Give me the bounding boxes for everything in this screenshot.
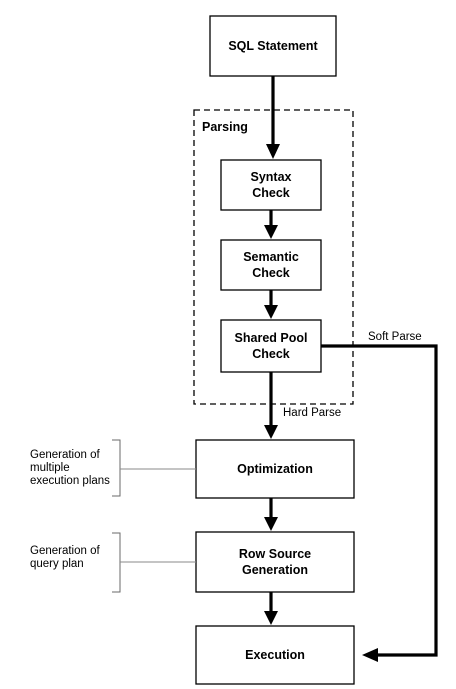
semantic-check-label-line1: Semantic [243,250,299,264]
shared-pool-check-label-line1: Shared Pool [235,331,308,345]
sql-statement-box: SQL Statement [209,15,337,77]
arrow-sharedpool-to-optimization [264,372,278,439]
optimization-note-line2: multiple [30,462,70,474]
semantic-check-box: Semantic Check [220,239,322,291]
sql-statement-label: SQL Statement [228,39,318,53]
syntax-check-label-line2: Check [252,186,290,200]
execution-label: Execution [245,648,305,662]
optimization-note-line1: Generation of [30,449,100,461]
parsing-group-border [193,109,354,405]
optimization-note-line3: execution plans [30,475,110,487]
optimization-box: Optimization [195,439,355,499]
soft-parse-label: Soft Parse [368,331,422,343]
semantic-check-label-line2: Check [252,266,290,280]
arrow-rowsource-to-execution [264,592,278,625]
parsing-group-label: Parsing [202,120,248,134]
row-source-generation-label-line2: Generation [242,563,308,577]
row-source-note-line1: Generation of [30,545,100,557]
optimization-annotation: Generation of multiple execution plans [30,439,196,497]
syntax-check-box: Syntax Check [220,159,322,211]
optimization-label: Optimization [237,462,313,476]
hard-parse-label: Hard Parse [283,407,341,419]
execution-box: Execution [195,625,355,685]
row-source-annotation: Generation of query plan [30,532,196,593]
shared-pool-check-label-line2: Check [252,347,290,361]
arrow-syntax-to-semantic [264,210,278,239]
row-source-generation-box: Row Source Generation [195,531,355,593]
arrow-soft-parse [321,344,438,662]
shared-pool-check-box: Shared Pool Check [220,319,322,373]
arrow-semantic-to-sharedpool [264,290,278,319]
row-source-note-line2: query plan [30,558,84,570]
row-source-generation-label-line1: Row Source [239,547,311,561]
syntax-check-label-line1: Syntax [251,170,292,184]
arrow-sql-to-syntax [266,76,280,159]
arrow-optimization-to-rowsource [264,498,278,531]
